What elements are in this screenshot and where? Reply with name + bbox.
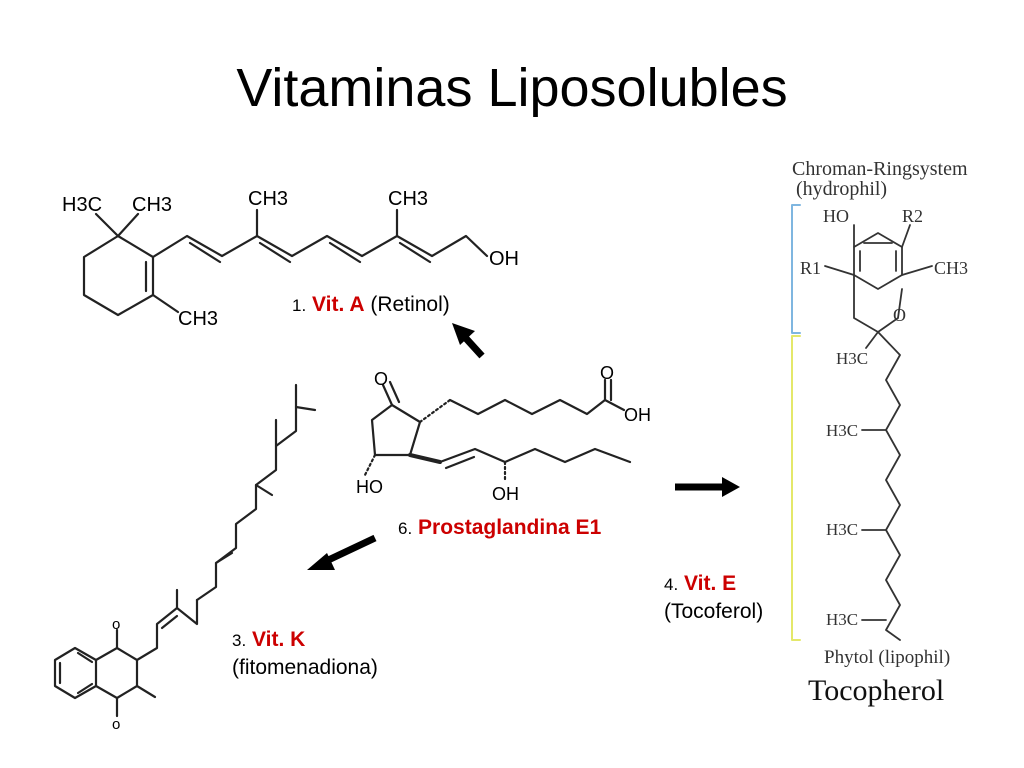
retinol-ch3-label-d: CH3	[178, 308, 219, 330]
vit-a-label: 1. Vit. A (Retinol)	[292, 292, 450, 319]
toco-h3c-label-4: H3C	[826, 610, 859, 629]
hydrophil-bracket	[791, 204, 801, 334]
toco-h3c-label-2: H3C	[826, 421, 859, 440]
vit-k-label: 3. Vit. K	[232, 627, 305, 654]
vitk-o-top-label: o	[112, 616, 121, 633]
vit-e-label: 4. Vit. E	[664, 571, 736, 598]
vit-k-desc: (fitomenadiona)	[232, 656, 378, 679]
pge1-ho-label: HO	[356, 477, 383, 497]
vit-k-number: 3.	[232, 631, 247, 650]
right-arrow	[675, 477, 740, 497]
toco-ch3-label: CH3	[934, 258, 969, 278]
vit-a-number: 1.	[292, 296, 307, 315]
toco-o-label: O	[893, 305, 906, 325]
vit-a-desc: (Retinol)	[370, 293, 450, 316]
prostaglandin-label: 6. Prostaglandina E1	[398, 515, 601, 542]
toco-h3c-label-3: H3C	[826, 520, 859, 539]
prostaglandin-structure	[363, 378, 632, 482]
chroman-subtitle: (hydrophil)	[796, 178, 888, 200]
pge1-acid-oh-label: OH	[624, 405, 651, 425]
pge1-acid-o-label: O	[600, 363, 615, 383]
toco-h3c-label-1: H3C	[836, 349, 869, 368]
retinol-ch3-label-a: CH3	[132, 194, 173, 216]
retinol-h3c-label: H3C	[62, 194, 103, 216]
tocopherol-structure	[824, 224, 933, 641]
vit-a-name: Vit. A	[312, 293, 365, 316]
retinol-oh-label: OH	[489, 248, 519, 270]
retinol-ch3-label-b: CH3	[248, 188, 289, 210]
phytol-label: Phytol (lipophil)	[824, 647, 951, 668]
page-title: Vitaminas Liposolubles	[236, 58, 788, 118]
chroman-title: Chroman-Ringsystem	[792, 158, 968, 180]
vit-e-number: 4.	[664, 575, 679, 594]
prostaglandin-number: 6.	[398, 519, 413, 538]
prostaglandin-name: Prostaglandina E1	[418, 516, 602, 539]
lipophil-bracket	[791, 335, 801, 641]
vit-e-name: Vit. E	[684, 572, 737, 595]
tocopherol-name: Tocopherol	[808, 674, 945, 707]
vitk-structure	[53, 383, 317, 718]
retinol-structure	[82, 208, 489, 317]
pge1-ketone-o-label: O	[374, 369, 389, 389]
left-down-arrow	[307, 534, 377, 570]
retinol-ch3-label-c: CH3	[388, 188, 429, 210]
pge1-oh-label: OH	[492, 484, 519, 504]
toco-r1-label: R1	[800, 258, 822, 278]
toco-r2-label: R2	[902, 206, 924, 226]
vit-e-desc: (Tocoferol)	[664, 600, 764, 623]
vitk-o-bottom-label: o	[112, 716, 121, 733]
toco-ho-label: HO	[823, 206, 849, 226]
vit-k-name: Vit. K	[252, 628, 306, 651]
up-arrow	[452, 323, 485, 359]
